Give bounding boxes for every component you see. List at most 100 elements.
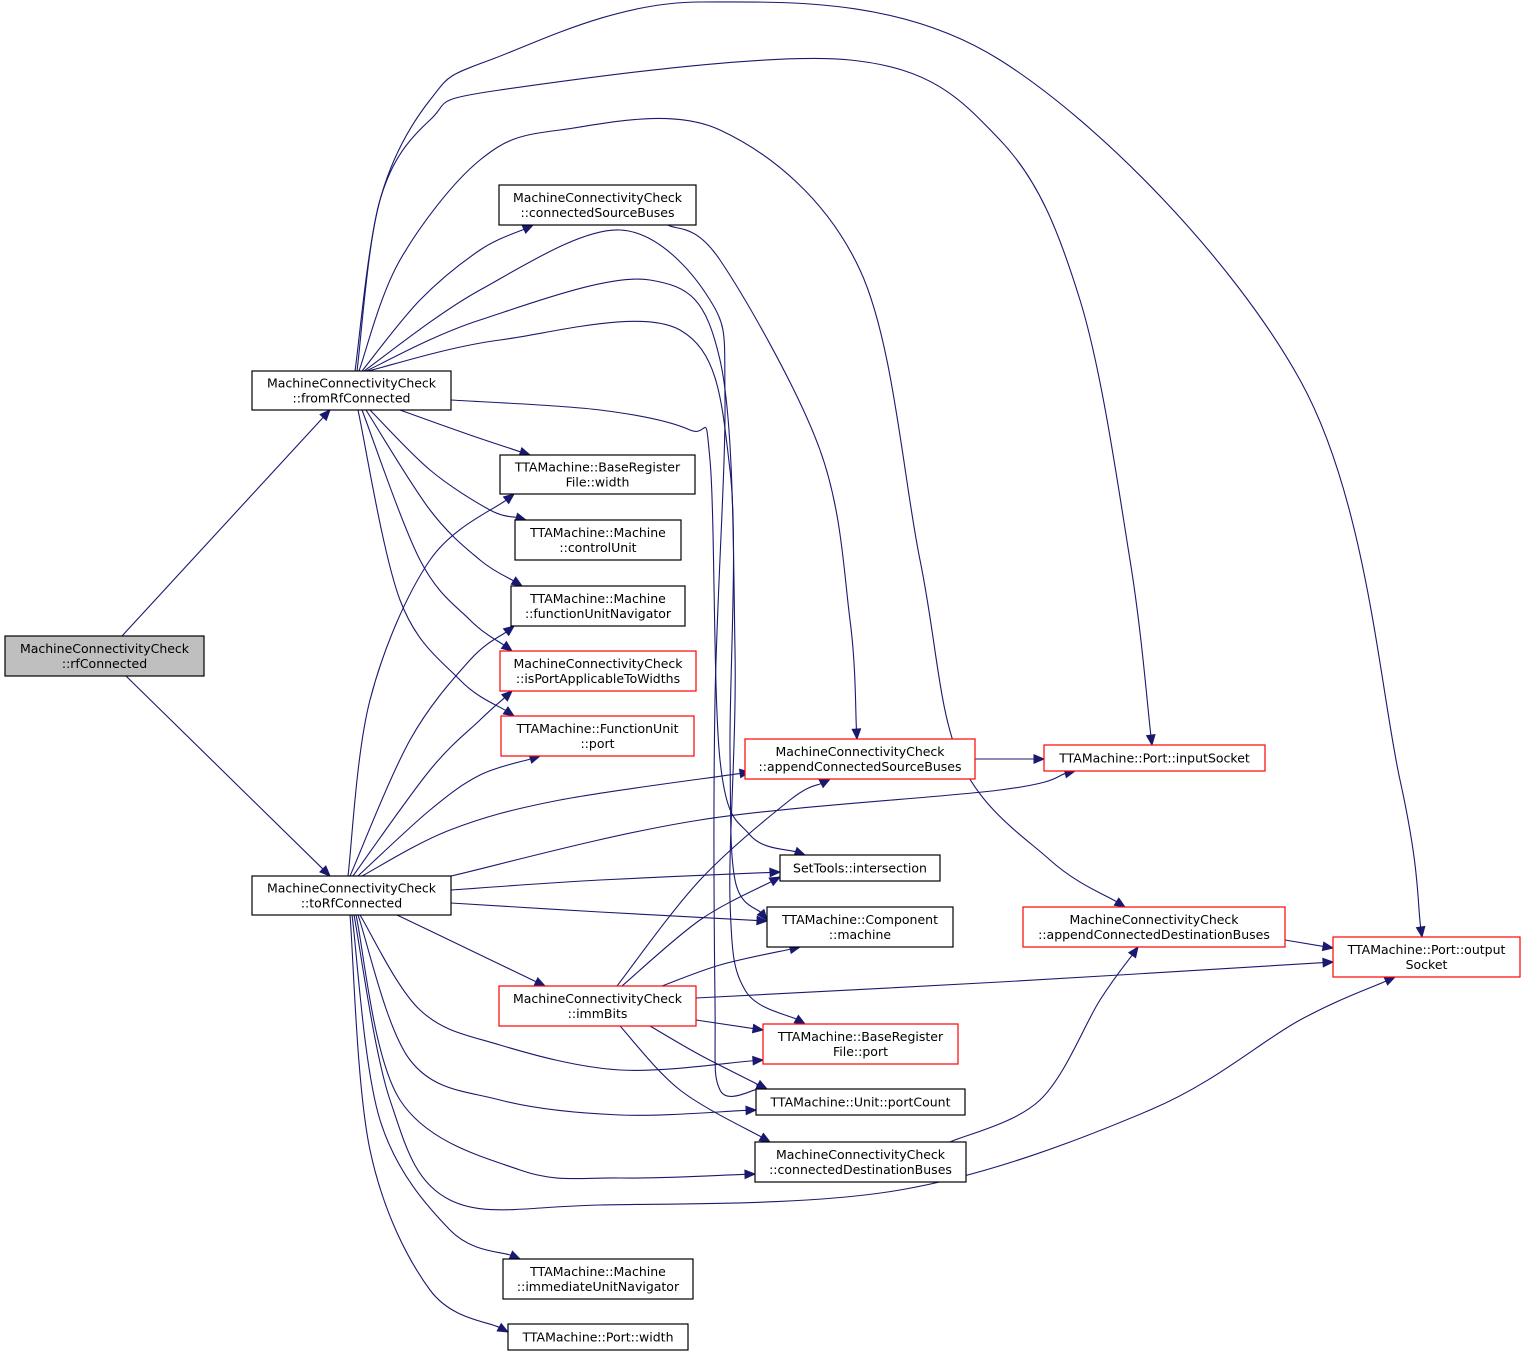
node-label: ::port: [580, 736, 614, 751]
node-label: SetTools::intersection: [793, 861, 927, 876]
arrowhead-icon: [502, 625, 516, 637]
edge-toRfConnected-to-intersection: [450, 867, 782, 891]
node-box: [1043, 744, 1266, 772]
node-fuNavigator[interactable]: TTAMachine::Machine::functionUnitNavigat…: [510, 585, 686, 627]
edge-line: [695, 961, 1325, 999]
node-label: MachineConnectivityCheck: [1069, 912, 1239, 927]
node-label: TTAMachine::Machine: [529, 591, 666, 606]
edge-line: [450, 772, 1067, 877]
node-box: [499, 454, 696, 495]
edge-line: [357, 409, 507, 712]
node-box: [251, 875, 452, 916]
arrowhead-icon: [744, 1169, 757, 1180]
node-immBits[interactable]: MachineConnectivityCheck::immBits: [498, 985, 697, 1027]
node-portCount[interactable]: TTAMachine::Unit::portCount: [755, 1088, 966, 1116]
node-connectedDst[interactable]: MachineConnectivityCheck::connectedDesti…: [754, 1141, 967, 1183]
node-appendDst[interactable]: MachineConnectivityCheck::appendConnecte…: [1022, 906, 1286, 948]
node-label: MachineConnectivityCheck: [267, 881, 437, 896]
node-iuNavigator[interactable]: TTAMachine::Machine::immediateUnitNaviga…: [502, 1258, 694, 1300]
node-label: ::connectedDestinationBuses: [769, 1162, 952, 1177]
edge-line: [399, 409, 522, 453]
node-label: TTAMachine::Machine: [529, 525, 666, 540]
node-intersection[interactable]: SetTools::intersection: [779, 854, 941, 882]
edge-toRfConnected-to-fuPort: [357, 754, 542, 877]
arrowhead-icon: [1113, 897, 1127, 908]
arrowhead-icon: [752, 1055, 765, 1066]
arrowhead-icon: [1322, 957, 1335, 968]
node-fuPort[interactable]: TTAMachine::FunctionUnit::port: [500, 715, 695, 757]
edge-toRfConnected-to-compMachine: [450, 902, 769, 926]
edge-toRfConnected-to-portCount: [357, 914, 758, 1116]
nodes-layer: MachineConnectivityCheck::rfConnectedMac…: [4, 184, 1521, 1351]
edge-immBits-to-appendSrc: [616, 778, 832, 987]
node-label: MachineConnectivityCheck: [775, 744, 945, 759]
edge-line: [353, 914, 1388, 1211]
node-box: [1022, 906, 1286, 948]
edge-toRfConnected-to-brfPort: [359, 914, 765, 1071]
node-box: [754, 1141, 967, 1183]
edge-line: [949, 953, 1134, 1143]
edge-line: [616, 782, 823, 987]
edge-toRfConnected-to-inputSocket: [450, 768, 1077, 877]
edge-toRfConnected-to-connectedDst: [355, 914, 757, 1180]
node-label: MachineConnectivityCheck: [20, 641, 190, 656]
node-box: [510, 585, 686, 627]
edge-line: [355, 914, 747, 1180]
edge-line: [349, 914, 501, 1329]
node-label: TTAMachine::Machine: [529, 1264, 666, 1279]
node-inputSocket[interactable]: TTAMachine::Port::inputSocket: [1043, 744, 1266, 772]
edge-line: [695, 1019, 755, 1030]
edge-line: [352, 696, 506, 877]
edge-line: [361, 409, 506, 647]
edge-line: [619, 1025, 763, 1138]
arrowhead-icon: [769, 867, 782, 878]
node-box: [779, 854, 941, 882]
arrowhead-icon: [745, 1105, 758, 1116]
edge-line: [621, 880, 773, 987]
edge-immBits-to-compMachine: [661, 944, 802, 987]
node-label: MachineConnectivityCheck: [267, 376, 437, 391]
edge-immBits-to-intersection: [621, 876, 782, 987]
arrowhead-icon: [1383, 976, 1397, 986]
arrowhead-icon: [756, 908, 768, 922]
edge-connectedDst-to-appendDst: [949, 945, 1139, 1143]
edge-rfConnected-to-fromRfConnected: [121, 409, 331, 637]
edge-fromRfConnected-to-fuPort: [357, 409, 516, 717]
node-compMachine[interactable]: TTAMachine::Component::machine: [766, 906, 954, 948]
edge-fromRfConnected-to-compMachine: [367, 320, 768, 922]
edge-fromRfConnected-to-fuNavigator: [365, 409, 524, 587]
arrowhead-icon: [755, 1079, 769, 1090]
edge-line: [351, 914, 512, 1257]
edge-line: [450, 399, 797, 853]
arrowhead-icon: [508, 1250, 522, 1260]
node-controlUnit[interactable]: TTAMachine::Machine::controlUnit: [514, 519, 682, 561]
node-box: [744, 738, 976, 780]
node-box: [4, 635, 205, 677]
node-portWidth[interactable]: TTAMachine::Port::width: [507, 1323, 689, 1351]
edge-line: [349, 631, 508, 877]
edge-line: [354, 1, 1422, 929]
node-appendSrc[interactable]: MachineConnectivityCheck::appendConnecte…: [744, 738, 976, 780]
node-fromRfConnected[interactable]: MachineConnectivityCheck::fromRfConnecte…: [251, 370, 452, 411]
arrowhead-icon: [533, 977, 547, 987]
edge-line: [365, 409, 515, 582]
edge-fromRfConnected-to-isPortApplicable: [361, 409, 514, 652]
arrowhead-icon: [319, 865, 331, 877]
node-connectedSourceBuses[interactable]: MachineConnectivityCheck::connectedSourc…: [498, 184, 697, 226]
node-label: TTAMachine::Port::width: [521, 1330, 673, 1345]
arrowhead-icon: [818, 778, 832, 789]
edge-line: [359, 914, 755, 1071]
arrowhead-icon: [502, 706, 516, 717]
arrowhead-icon: [1415, 925, 1426, 939]
edge-line: [356, 57, 1152, 737]
node-label: TTAMachine::Port::output: [1347, 942, 1506, 957]
edge-toRfConnected-to-appendSrc: [361, 768, 752, 877]
node-label: ::functionUnitNavigator: [525, 606, 672, 621]
edge-immBits-to-outputSocket: [695, 957, 1335, 999]
node-toRfConnected[interactable]: MachineConnectivityCheck::toRfConnected: [251, 875, 452, 916]
node-isPortApplicable[interactable]: MachineConnectivityCheck::isPortApplicab…: [499, 650, 697, 692]
node-label: ::immBits: [568, 1006, 628, 1021]
